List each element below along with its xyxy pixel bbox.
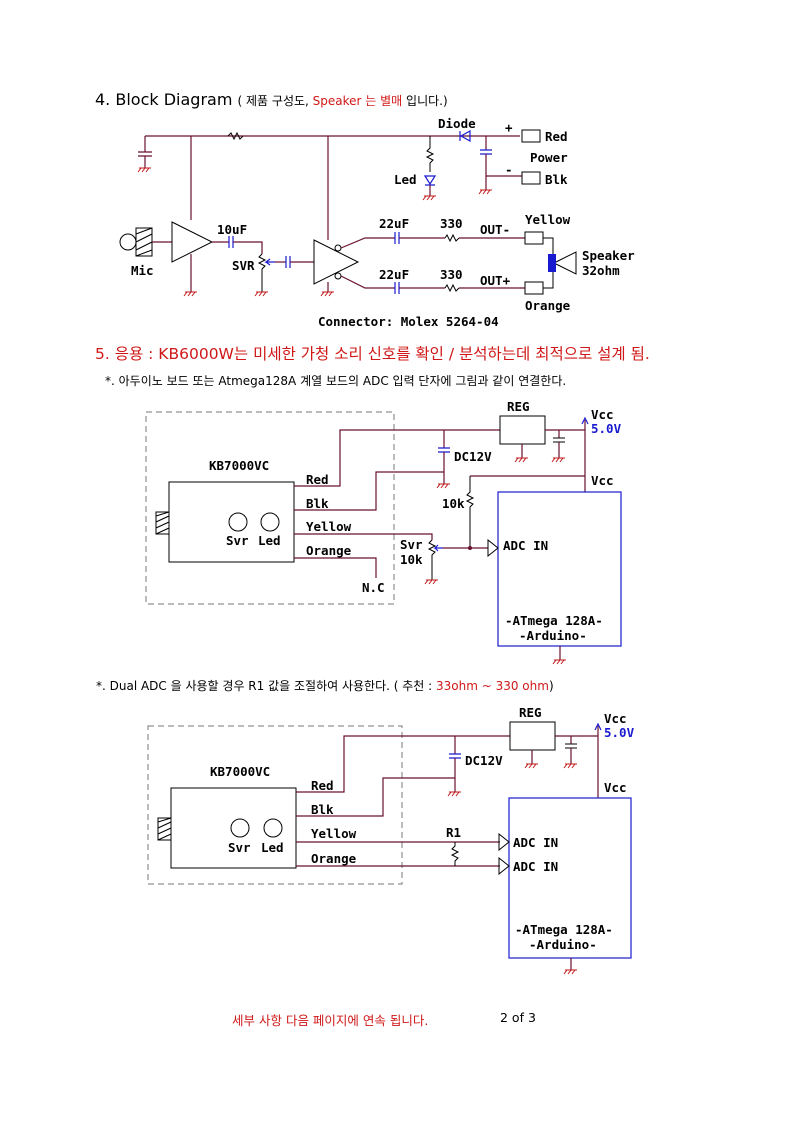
module-box: [170, 787, 297, 869]
page-number: 2 of 3: [500, 1010, 536, 1025]
res-330-top-label: 330: [440, 216, 463, 231]
wire-yellow-label: Yellow: [311, 826, 357, 841]
board-line-1: -ATmega 128A-: [515, 922, 613, 937]
led-indicator-label: Led: [258, 533, 281, 548]
diode-label: Diode: [438, 116, 476, 131]
section-5-heading: 5. 응용 : KB6000W는 미세한 가청 소리 신호를 확인 / 분석하는…: [95, 345, 650, 363]
svr-knob: [230, 818, 250, 838]
note-2-text: *. Dual ADC 을 사용할 경우 R1 값을 조절하여 사용한다. ( …: [96, 679, 436, 693]
red-label: Red: [545, 129, 568, 144]
out-plus-label: OUT+: [480, 273, 511, 288]
power-label: Power: [530, 150, 568, 165]
vcc-board-label: Vcc: [604, 780, 627, 795]
nc-label: N.C: [362, 580, 385, 595]
connector-blk: [521, 171, 541, 185]
reg-label: REG: [507, 399, 530, 414]
wire-yellow-label: Yellow: [306, 519, 352, 534]
vcc-top-label: Vcc: [591, 407, 614, 422]
wire-orange-label: Orange: [306, 543, 352, 558]
dc12v-label: DC12V: [454, 449, 492, 464]
led-indicator: [263, 818, 283, 838]
svr-pot-label: Svr: [400, 537, 423, 552]
r1-label: R1: [446, 825, 461, 840]
cap-22uf-bottom-label: 22uF: [379, 267, 409, 282]
module-dashed-box: [145, 411, 395, 605]
yellow-label: Yellow: [525, 212, 571, 227]
led-label: Led: [394, 172, 417, 187]
note-2: *. Dual ADC 을 사용할 경우 R1 값을 조절하여 사용한다. ( …: [96, 677, 554, 694]
note-2-highlight: 33ohm ~ 330 ohm: [436, 679, 549, 693]
board-line-2: -Arduino-: [519, 628, 587, 643]
continued-note: 세부 사항 다음 페이지에 연속 됩니다.: [232, 1013, 429, 1028]
note-1: *. 아두이노 보드 또는 Atmega128A 계열 보드의 ADC 입력 단…: [105, 374, 567, 388]
vcc-value-label: 5.0V: [591, 421, 622, 436]
module-label: KB7000VC: [209, 458, 269, 473]
module-dashed-box: [147, 725, 403, 885]
cap-10uf-label: 10uF: [217, 222, 247, 237]
resistor-symbol: [227, 131, 244, 141]
vcc-top-label: Vcc: [604, 711, 627, 726]
section-number: 4.: [95, 90, 111, 109]
wire-orange-label: Orange: [311, 851, 357, 866]
module-label: KB7000VC: [210, 764, 270, 779]
speaker-note: Speaker 는 별매: [312, 94, 403, 108]
out-minus-label: OUT-: [480, 222, 510, 237]
section-4-heading: 4. Block Diagram ( 제품 구성도, Speaker 는 별매 …: [95, 90, 448, 109]
wire-red-label: Red: [306, 472, 329, 487]
wire-red-label: Red: [311, 778, 334, 793]
vcc-value-label: 5.0V: [604, 725, 635, 740]
speaker-ohm-label: 32ohm: [582, 263, 620, 278]
blk-label: Blk: [545, 172, 568, 187]
wire-blk-label: Blk: [311, 802, 334, 817]
section-subtitle-close: 입니다.): [402, 94, 448, 108]
adc-in-2-label: ADC IN: [513, 859, 558, 874]
adc-input-arrow: [487, 538, 499, 558]
reg-box: [509, 721, 556, 751]
cap-22uf-top-label: 22uF: [379, 216, 409, 231]
adc-in-1-label: ADC IN: [513, 835, 558, 850]
orange-label: Orange: [525, 298, 571, 313]
res-10k-label: 10k: [442, 496, 465, 511]
minus-label: -: [505, 162, 513, 177]
section-title: Block Diagram: [115, 90, 233, 109]
vcc-board-label: Vcc: [591, 473, 614, 488]
reg-label: REG: [519, 705, 542, 720]
svr-knob: [228, 512, 248, 532]
connector-label: Connector: Molex 5264-04: [318, 314, 499, 329]
dc12v-label: DC12V: [465, 753, 503, 768]
svr-knob-label: Svr: [226, 533, 249, 548]
amplifier-2: [313, 239, 360, 285]
section-subtitle-open: ( 제품 구성도,: [237, 94, 313, 108]
board-line-1: -ATmega 128A-: [505, 613, 603, 628]
board-line-2: -Arduino-: [529, 937, 597, 952]
note-2-suffix: ): [548, 679, 554, 693]
connector-red: [521, 129, 541, 143]
adc-input-arrow-1: [498, 832, 510, 852]
speaker-symbol: [548, 254, 556, 272]
plus-label: +: [505, 120, 513, 135]
svr-pot-value: 10k: [400, 552, 423, 567]
r1-resistor: [450, 842, 460, 866]
mic-label: Mic: [131, 263, 154, 278]
amplifier-1: [171, 221, 214, 263]
speaker-label: Speaker: [582, 248, 635, 263]
wire-blk-label: Blk: [306, 496, 329, 511]
svr-knob-label: Svr: [228, 840, 251, 855]
led-indicator: [260, 512, 280, 532]
adc-input-arrow-2: [498, 856, 510, 876]
adc-in-label: ADC IN: [503, 538, 548, 553]
svr-potentiometer: [257, 253, 267, 292]
res-330-bottom-label: 330: [440, 267, 463, 282]
led-indicator-label: Led: [261, 840, 284, 855]
diode-symbol: [459, 129, 471, 143]
arduino-board: [508, 797, 632, 959]
svr-label: SVR: [232, 258, 255, 273]
ground-symbol: [137, 167, 151, 173]
